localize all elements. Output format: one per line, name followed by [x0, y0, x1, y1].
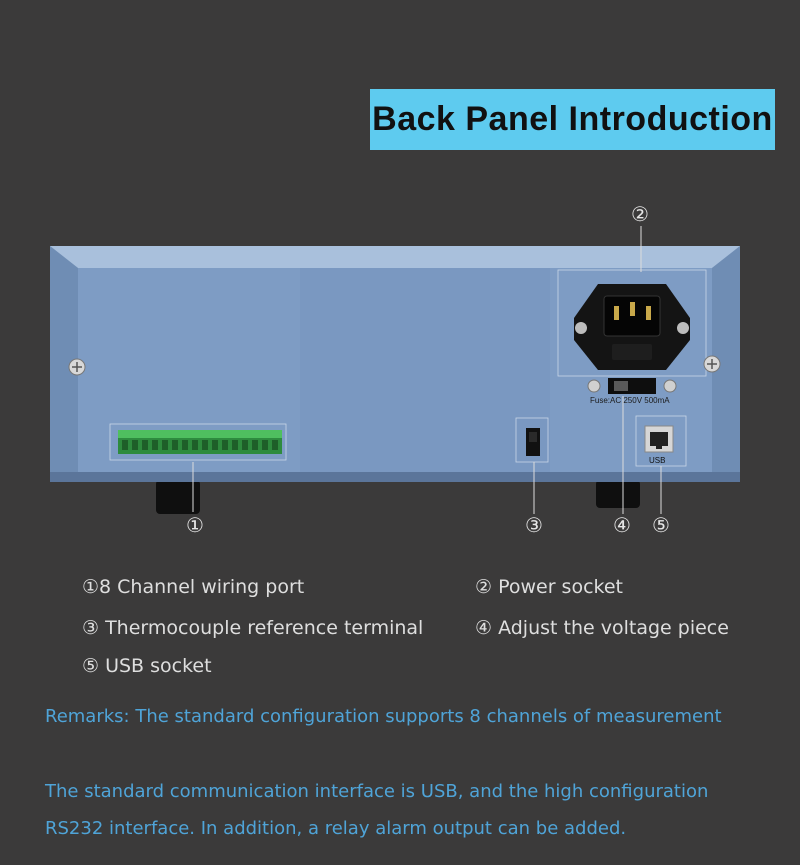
- callout-3: ③: [525, 513, 543, 537]
- remark-line-3: RS232 interface. In addition, a relay al…: [45, 818, 627, 839]
- legend-item-voltage-piece: ④ Adjust the voltage piece: [475, 617, 729, 639]
- power-socket-icon: [574, 284, 690, 370]
- remark-line-1: Remarks: The standard configuration supp…: [45, 706, 722, 727]
- usb-label: USB: [649, 456, 666, 465]
- callout-1: ①: [186, 513, 204, 537]
- left-foot: [156, 480, 200, 514]
- screw-right-icon: [703, 355, 721, 373]
- voltage-switch-icon: [587, 378, 677, 394]
- remark-line-2: The standard communication interface is …: [45, 781, 709, 802]
- callout-4: ④: [613, 513, 631, 537]
- legend-item-usb-socket: ⑤ USB socket: [82, 655, 212, 677]
- legend-item-power-socket: ② Power socket: [475, 576, 623, 598]
- callout-2: ②: [631, 202, 649, 226]
- callout-5: ⑤: [652, 513, 670, 537]
- legend-item-wiring-port: ①8 Channel wiring port: [82, 576, 305, 598]
- title-box: Back Panel Introduction: [370, 89, 775, 150]
- wiring-terminal-block: [118, 430, 282, 454]
- right-foot: [596, 480, 640, 508]
- page-title: Back Panel Introduction: [372, 100, 773, 138]
- device-back-panel: [50, 226, 740, 514]
- fuse-label: Fuse:AC 250V 500mA: [590, 396, 670, 405]
- legend-item-thermocouple: ③ Thermocouple reference terminal: [82, 617, 424, 639]
- screw-left-icon: [68, 358, 86, 376]
- usb-socket-icon: [644, 425, 674, 453]
